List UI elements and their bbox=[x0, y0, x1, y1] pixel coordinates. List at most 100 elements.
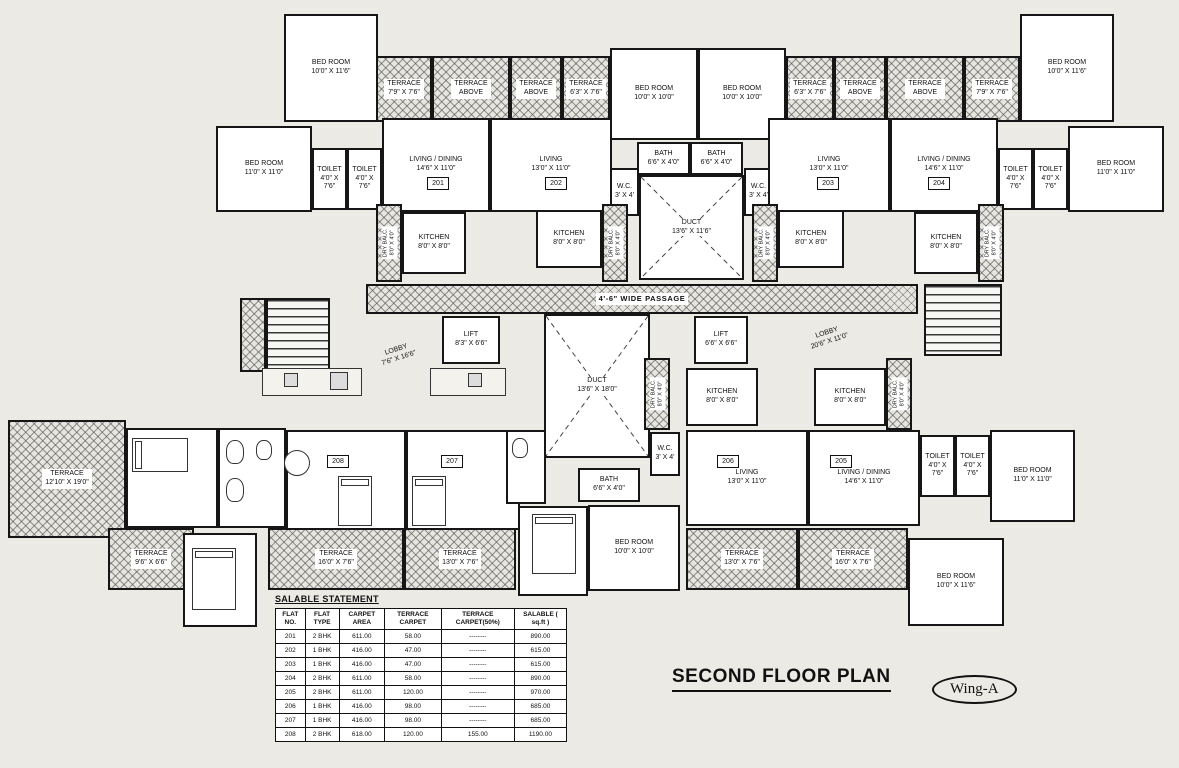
dry-balcony: DRY BALC.8'0" X 4'0" bbox=[978, 204, 1004, 282]
wc: W.C.3' X 4' bbox=[650, 432, 680, 476]
table-cell: 202 bbox=[275, 642, 306, 658]
wc-label: W.C.3' X 4' bbox=[655, 445, 675, 461]
table-cell: 611.00 bbox=[338, 670, 386, 686]
table-cell: 416.00 bbox=[338, 656, 386, 672]
table-cell: 2 BHK bbox=[304, 670, 340, 686]
staircase bbox=[266, 298, 330, 372]
shaft bbox=[240, 298, 266, 372]
dry-balcony: DRY BALC.8'0" X 4'0" bbox=[752, 204, 778, 282]
bed bbox=[132, 438, 188, 472]
dry-balcony-label: DRY BALC.8'0" X 4'0" bbox=[757, 226, 773, 260]
duct-cross-icon bbox=[546, 316, 648, 456]
pillow bbox=[535, 517, 573, 524]
table-cell: -------- bbox=[440, 684, 515, 700]
toilet-fixture bbox=[226, 478, 244, 502]
passage-label: 4'-6" WIDE PASSAGE bbox=[595, 293, 689, 305]
table-cell: 205 bbox=[275, 684, 306, 700]
table-cell: 615.00 bbox=[513, 656, 568, 672]
stove bbox=[330, 372, 348, 390]
passage: 4'-6" WIDE PASSAGE bbox=[366, 284, 918, 314]
table-header-cell: TERRACE CARPET bbox=[384, 608, 442, 630]
table-cell: 685.00 bbox=[513, 712, 568, 728]
table-cell: 155.00 bbox=[440, 726, 515, 742]
toilet-fixture bbox=[226, 440, 244, 464]
table-cell: 611.00 bbox=[338, 628, 386, 644]
flat-number-203: 203 bbox=[817, 177, 839, 190]
table-cell: 203 bbox=[275, 656, 306, 672]
table-cell: -------- bbox=[440, 628, 515, 644]
pillow bbox=[341, 479, 369, 486]
dry-balcony: DRY BALC.8'0" X 4'0" bbox=[376, 204, 402, 282]
table-cell: 2 BHK bbox=[304, 726, 340, 742]
wc-label: W.C.3' X 4' bbox=[614, 183, 635, 199]
table-cell: -------- bbox=[440, 656, 515, 672]
salable-statement-title: SALABLE STATEMENT bbox=[275, 594, 379, 604]
table-cell: 1 BHK bbox=[304, 642, 340, 658]
table-cell: 1 BHK bbox=[304, 656, 340, 672]
flat-number-204: 204 bbox=[928, 177, 950, 190]
table-cell: 1 BHK bbox=[304, 712, 340, 728]
pillow bbox=[415, 479, 443, 486]
table-header-cell: SALABLE ( sq.ft ) bbox=[513, 608, 568, 630]
table-cell: 685.00 bbox=[513, 698, 568, 714]
dry-balcony: DRY BALC.8'0" X 4'0" bbox=[886, 358, 912, 430]
